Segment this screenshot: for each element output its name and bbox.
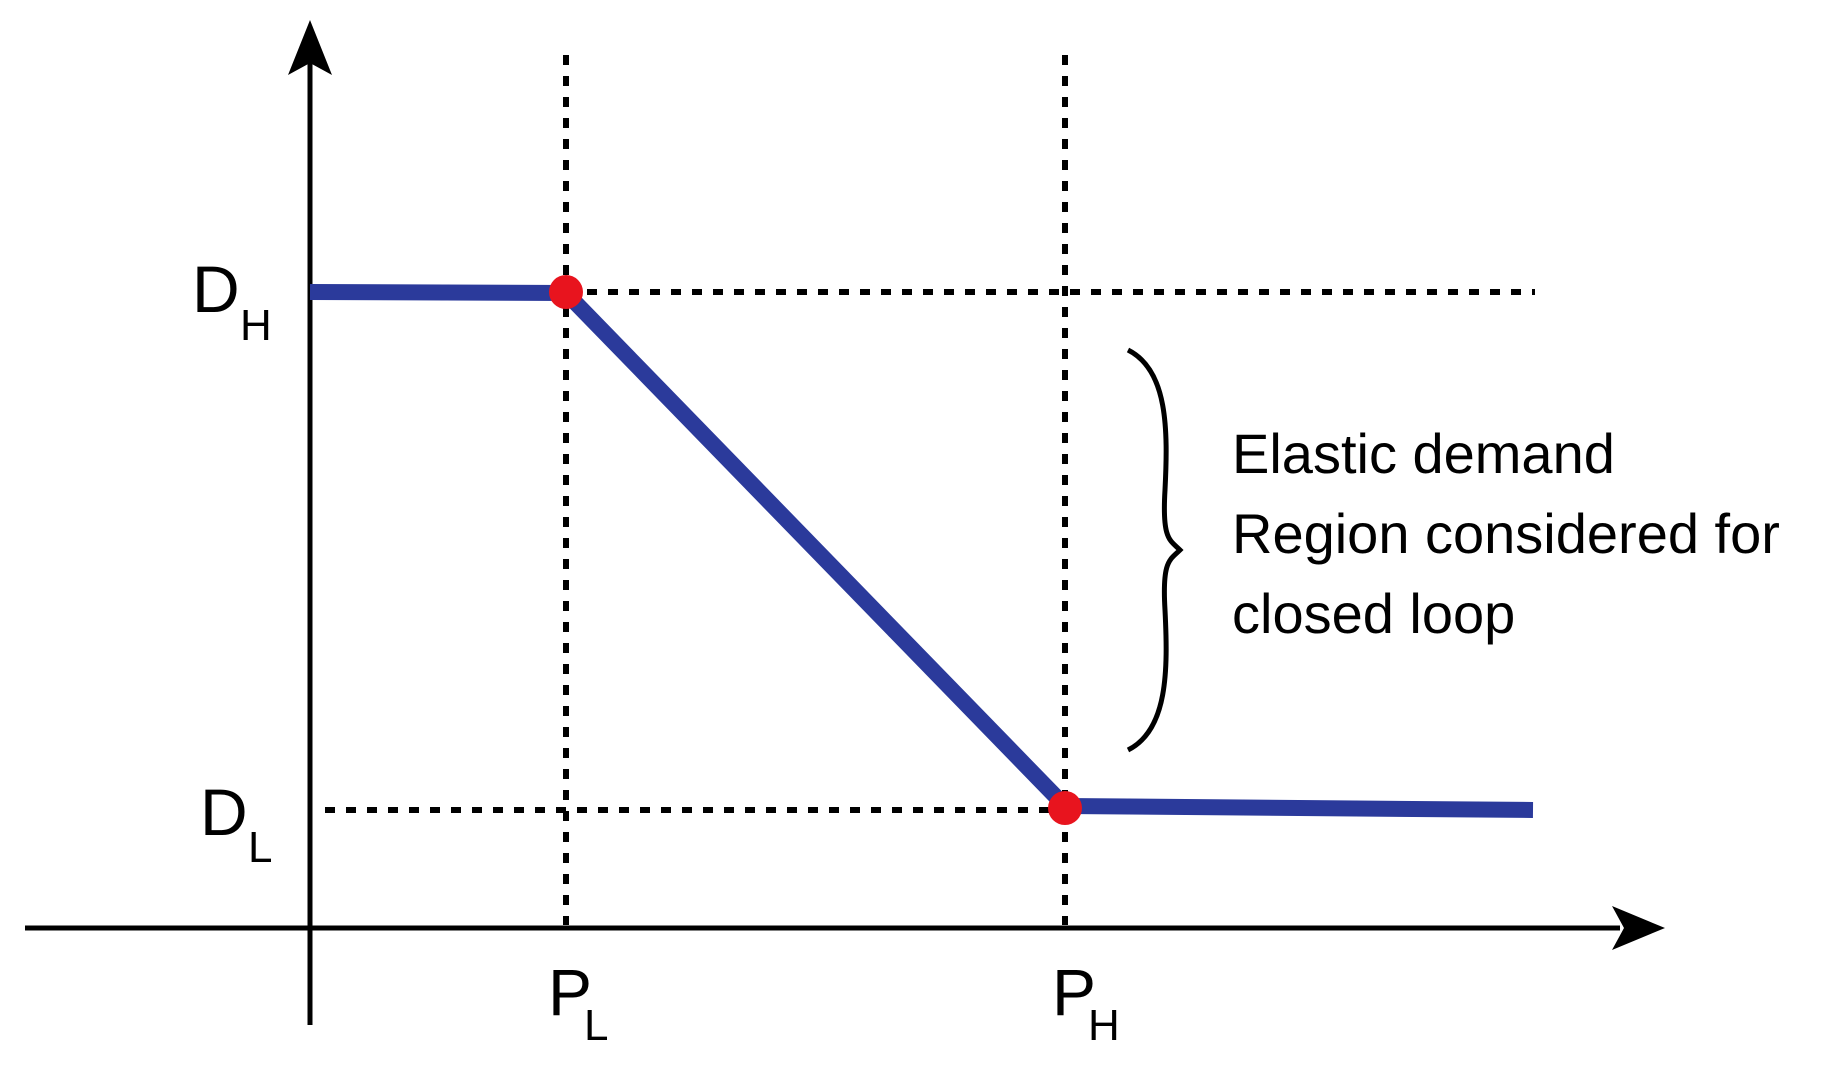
elastic-demand-annotation: Elastic demand Region considered for clo… bbox=[1232, 422, 1780, 645]
d-high-sub: H bbox=[240, 301, 272, 350]
breakpoint-ph-dl bbox=[1048, 791, 1082, 825]
d-low-sub: L bbox=[248, 823, 272, 872]
d-low-main: D bbox=[200, 775, 248, 849]
annotation-line-3: closed loop bbox=[1232, 582, 1515, 645]
p-high-main: P bbox=[1052, 955, 1096, 1029]
p-high-sub: H bbox=[1088, 1001, 1120, 1050]
y-axis-arrowhead bbox=[288, 20, 332, 75]
annotation-line-2: Region considered for bbox=[1232, 502, 1780, 565]
p-low-label: P L bbox=[548, 955, 608, 1050]
breakpoint-pl-dh bbox=[549, 275, 583, 309]
d-high-main: D bbox=[192, 252, 240, 326]
p-high-label: P H bbox=[1052, 955, 1120, 1050]
p-low-main: P bbox=[548, 955, 592, 1029]
d-low-label: D L bbox=[200, 775, 272, 872]
axes bbox=[25, 60, 1620, 1025]
curly-brace bbox=[1126, 347, 1184, 753]
annotation-line-1: Elastic demand bbox=[1232, 422, 1615, 485]
x-axis-arrowhead bbox=[1612, 906, 1665, 950]
p-low-sub: L bbox=[584, 1001, 608, 1050]
demand-curve bbox=[309, 284, 1534, 818]
d-high-label: D H bbox=[192, 252, 272, 350]
guide-lines bbox=[325, 55, 1535, 925]
